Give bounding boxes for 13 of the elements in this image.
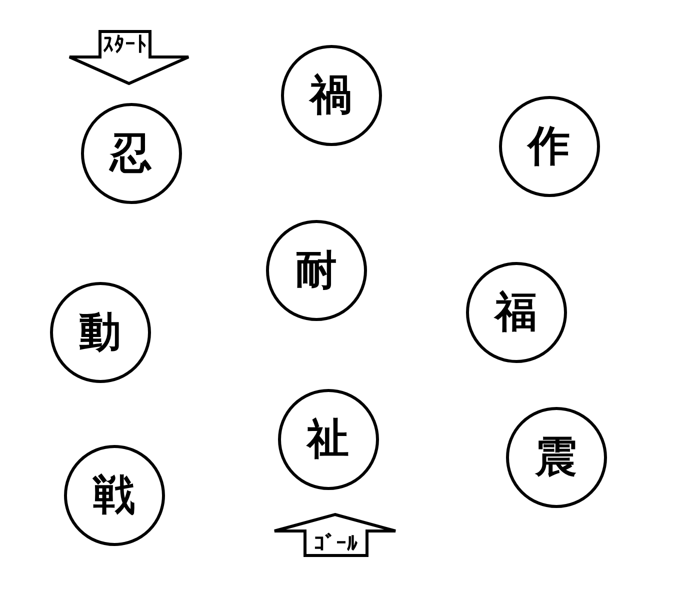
character-circle: 福 [466,262,566,362]
character-circle: 戦 [64,444,164,546]
character-circle: 作 [498,96,600,196]
arrow-label: ｽﾀｰﾄ [103,34,147,56]
arrow-label: ｺﾞｰﾙ [314,534,358,555]
block-arrow [68,30,190,85]
character-circle: 動 [50,282,150,382]
character-circle: 震 [506,406,606,508]
character-circle: 耐 [266,220,366,320]
character-circle: 祉 [278,388,378,490]
character-circle: 忍 [80,102,182,204]
block-arrow [273,513,397,557]
character-circle: 禍 [280,44,382,146]
